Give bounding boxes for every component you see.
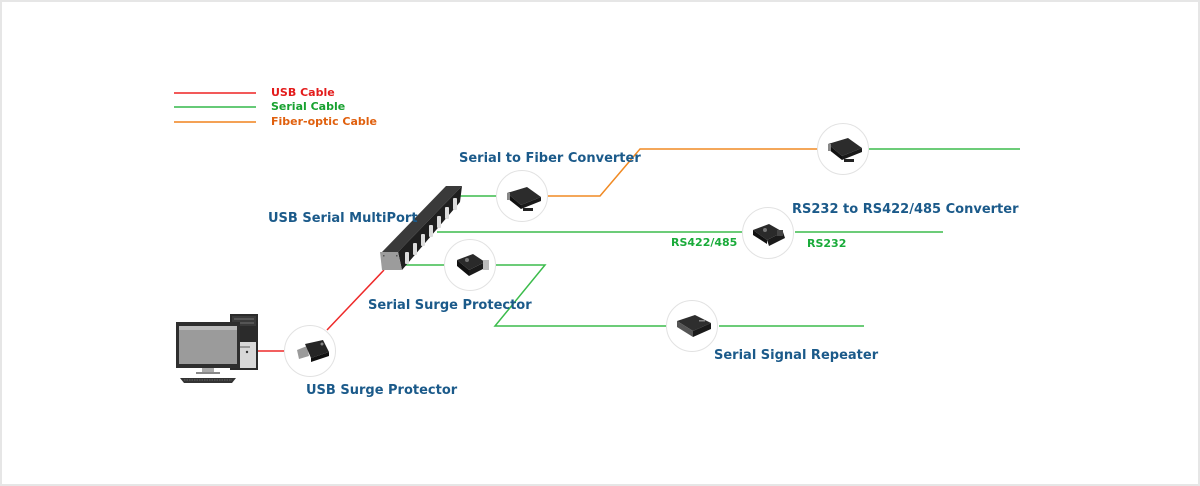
pc-icon <box>176 314 258 383</box>
serial-to-fiber-converter-icon <box>507 187 541 211</box>
usb-surge-protector-icon <box>297 340 329 362</box>
rs422-485-port-label: RS422/485 <box>671 236 738 249</box>
fiber-remote-device-icon <box>828 138 862 162</box>
rs232-port-label: RS232 <box>807 237 847 250</box>
fiber-cable <box>548 148 818 197</box>
usb-serial-multiport-icon[interactable] <box>376 182 464 274</box>
rs-converter-icon <box>753 224 785 246</box>
serial-surge-protector-icon <box>457 254 489 276</box>
usb-serial-multiport-label: USB Serial MultiPort <box>268 211 418 226</box>
fiber-remote-device-node[interactable] <box>817 123 869 175</box>
serial-signal-repeater-node[interactable] <box>666 300 718 352</box>
legend-usb-label: USB Cable <box>271 86 335 99</box>
serial-surge-protector-label: Serial Surge Protector <box>368 298 532 313</box>
usb-cable-surge-to-multiport <box>326 269 385 331</box>
usb-surge-protector-node[interactable] <box>284 325 336 377</box>
legend-serial-label: Serial Cable <box>271 100 346 113</box>
rs-converter-node[interactable] <box>742 207 794 259</box>
serial-to-fiber-converter-node[interactable] <box>496 170 548 222</box>
serial-to-fiber-converter-label: Serial to Fiber Converter <box>459 151 641 166</box>
serial-signal-repeater-icon <box>677 315 711 337</box>
serial-cable-surge-to-repeater <box>493 264 666 327</box>
rs-converter-label: RS232 to RS422/485 Converter <box>792 202 1019 217</box>
serial-surge-protector-node[interactable] <box>444 239 496 291</box>
usb-surge-protector-label: USB Surge Protector <box>306 383 458 398</box>
serial-signal-repeater-label: Serial Signal Repeater <box>714 348 879 363</box>
legend-fiber-label: Fiber-optic Cable <box>271 115 378 128</box>
